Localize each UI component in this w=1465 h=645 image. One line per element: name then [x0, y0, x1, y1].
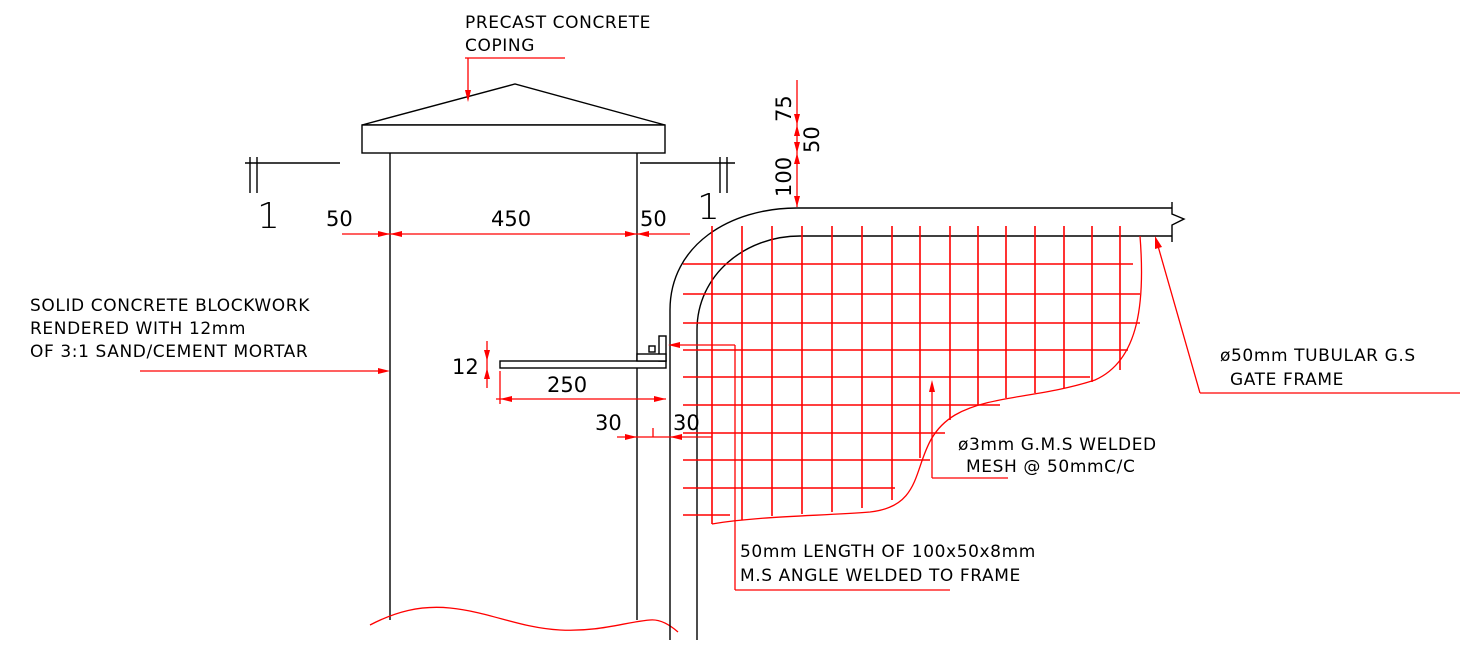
angle-horizontal-leg	[636, 353, 667, 362]
angle-bolt	[648, 345, 656, 353]
bracket-plate	[499, 360, 667, 369]
coping-label-line-1: PRECAST CONCRETE	[465, 13, 651, 33]
tubular-gate-frame	[669, 202, 1186, 640]
dimension-plate-length: 250	[496, 371, 666, 404]
angle-label-line-1: 50mm LENGTH OF 100x50x8mm	[740, 542, 1036, 562]
blockwork-label-line-1: SOLID CONCRETE BLOCKWORK	[30, 296, 310, 316]
precast-coping-slab	[361, 124, 666, 154]
welded-mesh	[683, 226, 1143, 525]
dimension-top-75: 75	[772, 95, 796, 122]
dimension-pier-width: 450	[491, 207, 531, 231]
dimension-top-100: 100	[772, 157, 796, 197]
dimension-plate-thickness: 12	[452, 341, 490, 388]
section-mark-right: 1	[640, 157, 735, 228]
frame-outer-line	[669, 207, 1172, 640]
blockwork-label-line-2: RENDERED WITH 12mm	[30, 319, 246, 339]
dimension-right-offset: 50	[640, 207, 667, 231]
dimension-plate-length-value: 250	[547, 373, 587, 397]
pier-break-line	[369, 606, 679, 633]
angle-label-line-2: M.S ANGLE WELDED TO FRAME	[740, 566, 1021, 586]
section-label-left: 1	[257, 196, 280, 237]
callout-gate-frame: ø50mm TUBULAR G.S GATE FRAME	[1155, 236, 1460, 394]
frame-inner-line	[696, 235, 1172, 640]
dimension-left-offset: 50	[326, 207, 353, 231]
gate-frame-label-line-2: GATE FRAME	[1230, 370, 1344, 390]
dimension-plate-thickness-value: 12	[452, 355, 479, 379]
dimension-top-vertical: 75 50 100	[772, 80, 824, 207]
dimension-gap-left: 30	[595, 411, 622, 435]
dimension-top-50: 50	[800, 126, 824, 153]
blockwork-label-line-3: OF 3:1 SAND/CEMENT MORTAR	[30, 342, 308, 362]
ms-angle-bracket	[499, 335, 667, 369]
coping-label-line-2: COPING	[465, 36, 535, 56]
mesh-label-line-2: MESH @ 50mmC/C	[966, 457, 1135, 477]
gate-frame-label-line-1: ø50mm TUBULAR G.S	[1220, 346, 1416, 366]
frame-break-symbol	[1171, 202, 1186, 242]
mesh-break-line	[711, 235, 1143, 525]
dimension-gap-right: 30	[673, 411, 700, 435]
callout-mesh: ø3mm G.M.S WELDED MESH @ 50mmC/C	[929, 380, 1157, 479]
callout-coping: PRECAST CONCRETE COPING	[465, 13, 651, 102]
mesh-label-line-1: ø3mm G.M.S WELDED	[958, 435, 1157, 455]
dimension-gaps: 30 30	[595, 411, 712, 440]
precast-coping-cap	[361, 83, 666, 126]
concrete-pier	[361, 83, 679, 633]
callout-angle: 50mm LENGTH OF 100x50x8mm M.S ANGLE WELD…	[668, 342, 1036, 591]
dimension-top-row: 50 450 50	[326, 207, 690, 237]
section-label-right: 1	[697, 187, 720, 228]
section-mark-left: 1	[245, 157, 340, 237]
mesh-grid	[683, 226, 1140, 524]
callout-blockwork: SOLID CONCRETE BLOCKWORK RENDERED WITH 1…	[30, 296, 390, 374]
